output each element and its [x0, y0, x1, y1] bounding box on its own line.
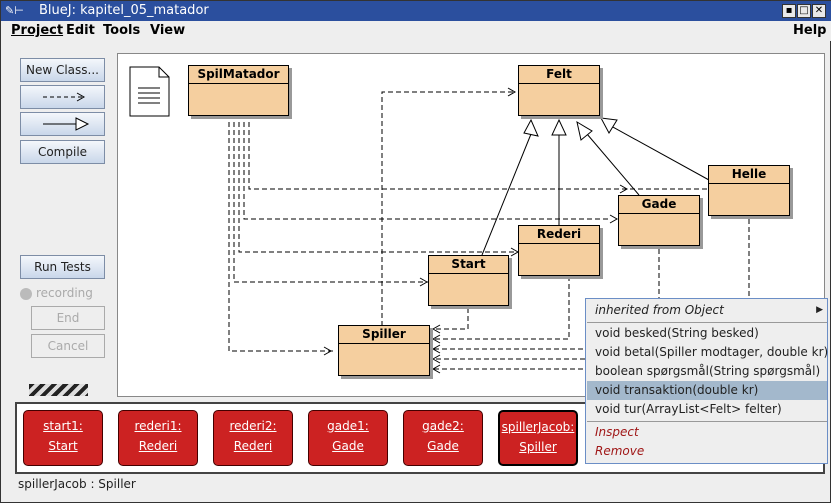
class-rederi[interactable]: Rederi [518, 225, 600, 276]
menu-bar: Project Edit Tools View Help [1, 21, 831, 41]
submenu-arrow-icon: ▶ [816, 305, 823, 315]
object-name: rederi2: [229, 419, 277, 433]
progress-indicator [29, 384, 88, 396]
dependency-spilmatador-helle [248, 122, 708, 190]
menu-item-betal[interactable]: void betal(Spiller modtager, double kr) [595, 345, 829, 359]
new-dependency-arrow-button[interactable] [20, 85, 105, 109]
class-spilmatador[interactable]: SpilMatador [188, 65, 289, 116]
menu-item-tur[interactable]: void tur(ArrayList<Felt> felter) [595, 402, 782, 416]
menu-view[interactable]: View [150, 23, 186, 38]
menu-item-inherited[interactable]: inherited from Object ▶ [587, 301, 827, 320]
object-spillerjacob[interactable]: spillerJacob: Spiller [498, 410, 578, 466]
recording-label: recording [36, 286, 93, 300]
class-start[interactable]: Start [428, 255, 509, 306]
title-bar: ✎⊢ BlueJ: kapitel_05_matador ▪ □ ✕ [1, 1, 831, 21]
object-gade1[interactable]: gade1: Gade [308, 410, 388, 466]
object-rederi1[interactable]: rederi1: Rederi [118, 410, 198, 466]
class-felt[interactable]: Felt [518, 65, 600, 116]
menu-tools[interactable]: Tools [103, 23, 141, 38]
new-class-button[interactable]: New Class... [20, 58, 105, 82]
readme-note-icon[interactable] [129, 66, 170, 117]
window-title: BlueJ: kapitel_05_matador [39, 3, 209, 18]
dependency-rederi-spiller [433, 276, 570, 340]
object-type: Start [48, 439, 78, 453]
object-type: Gade [332, 439, 364, 453]
inherited-label: inherited from Object [595, 303, 724, 317]
object-type: Gade [427, 439, 459, 453]
inheritance-arrowhead [523, 118, 539, 137]
dashed-arrow-icon [42, 92, 85, 102]
inheritance-arrowhead [576, 120, 593, 141]
new-inheritance-arrow-button[interactable] [20, 112, 105, 136]
class-name: Gade [619, 196, 699, 214]
object-gade2[interactable]: gade2: Gade [403, 410, 483, 466]
maximize-button[interactable]: □ [797, 4, 811, 18]
object-context-menu: inherited from Object ▶ void besked(Strin… [585, 298, 828, 464]
inheritance-arrowhead [600, 117, 618, 135]
class-name: Spiller [339, 326, 429, 344]
menu-edit[interactable]: Edit [66, 23, 95, 38]
object-rederi2[interactable]: rederi2: Rederi [213, 410, 293, 466]
dependency-spilmatador-spiller [228, 122, 333, 352]
class-name: Rederi [519, 226, 599, 244]
class-name: Helle [709, 166, 789, 184]
dependency-spilmatador-start [233, 122, 428, 283]
dependency-start-spiller [433, 308, 469, 330]
dependency-spilmatador-gade [243, 122, 608, 220]
minimize-button[interactable]: ▪ [782, 4, 796, 18]
dependency-spilmatador-rederi [238, 122, 518, 253]
menu-item-inspect[interactable]: Inspect [595, 425, 639, 439]
run-tests-button[interactable]: Run Tests [20, 255, 105, 279]
dependency-spiller-felt [381, 91, 514, 326]
close-button[interactable]: ✕ [812, 4, 826, 18]
menu-item-remove[interactable]: Remove [595, 444, 645, 458]
menu-project[interactable]: Project [11, 23, 64, 38]
class-name: SpilMatador [189, 66, 288, 84]
object-name: rederi1: [134, 419, 182, 433]
object-type: Spiller [519, 440, 557, 454]
class-helle[interactable]: Helle [708, 165, 790, 216]
menu-help[interactable]: Help [793, 23, 827, 38]
separator [587, 421, 827, 422]
status-bar: spillerJacob : Spiller [18, 477, 136, 491]
inheritance-arrow-icon [42, 117, 89, 131]
class-spiller[interactable]: Spiller [338, 325, 430, 376]
object-name: gade1: [327, 419, 369, 433]
menu-item-transaktion[interactable]: void transaktion(double kr) [587, 381, 827, 400]
object-type: Rederi [233, 439, 273, 453]
end-button[interactable]: End [31, 306, 105, 330]
recording-indicator-icon [20, 288, 32, 300]
bluej-logo-icon: ✎⊢ [5, 4, 24, 17]
object-start1[interactable]: start1: Start [23, 410, 103, 466]
object-name: spillerJacob: [501, 420, 575, 434]
class-name: Felt [519, 66, 599, 84]
compile-button[interactable]: Compile [20, 140, 105, 164]
object-type: Rederi [138, 439, 178, 453]
inheritance-arrowhead [551, 118, 567, 136]
class-name: Start [429, 256, 508, 274]
menu-item-spoergsmaal[interactable]: boolean spørgsmål(String spørgsmål) [595, 364, 821, 378]
class-gade[interactable]: Gade [618, 195, 700, 246]
cancel-button[interactable]: Cancel [31, 334, 105, 358]
object-name: start1: [43, 419, 83, 433]
separator [587, 322, 827, 323]
object-name: gade2: [422, 419, 464, 433]
menu-item-besked[interactable]: void besked(String besked) [595, 326, 759, 340]
